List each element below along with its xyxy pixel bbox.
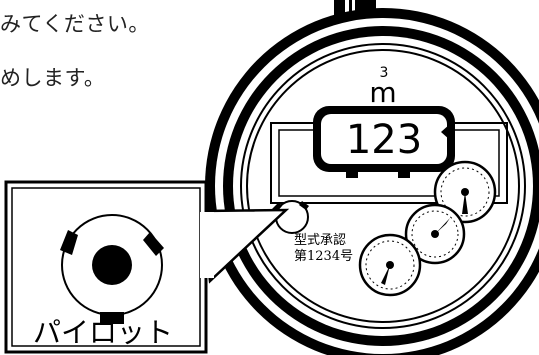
approval-line-1: 型式承認	[294, 232, 346, 248]
unit-superscript: 3	[380, 65, 389, 81]
pilot-indicator-large	[60, 214, 164, 324]
counter-digits: 123	[346, 117, 422, 163]
small-dial-2	[404, 203, 466, 265]
approval-line-2: 第1234号	[294, 249, 353, 264]
pilot-label: パイロット	[33, 316, 173, 349]
instruction-line-2: めします。	[0, 66, 106, 90]
meter-dial-face	[246, 49, 520, 323]
unit-label: m	[369, 76, 396, 109]
small-dial-3	[358, 233, 422, 297]
instruction-line-1: みてください。	[0, 12, 150, 36]
small-dial-1	[433, 160, 497, 224]
